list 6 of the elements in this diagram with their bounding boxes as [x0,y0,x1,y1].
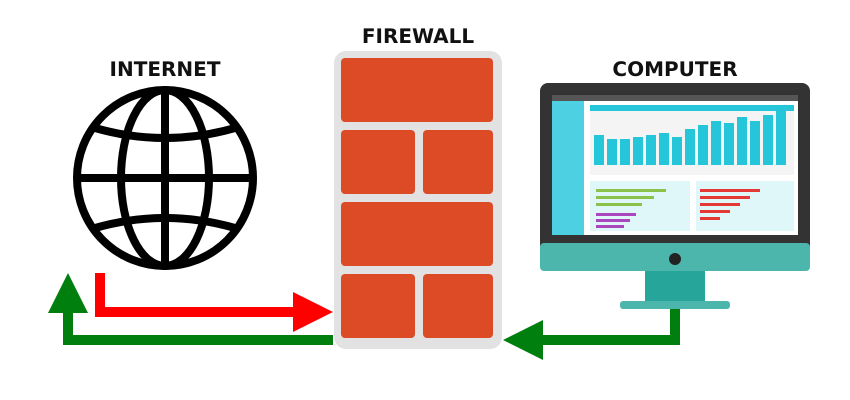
arrow [48,273,333,345]
arrow [95,273,333,332]
arrow [503,309,680,360]
node-heading: INTERNET [110,56,220,83]
node-heading: FIREWALL [362,23,474,50]
node-heading: COMPUTER [612,56,738,83]
